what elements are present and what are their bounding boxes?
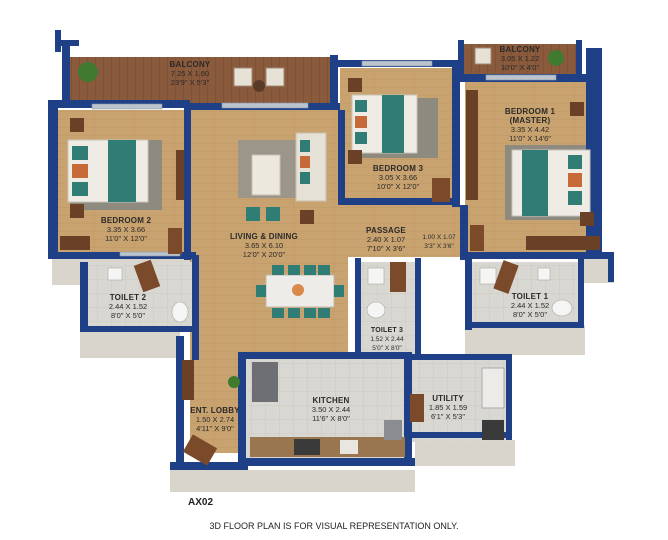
room-dim-metric: 2.40 X 1.07: [366, 235, 406, 244]
kitchen-counter: [250, 362, 405, 457]
room-title: BALCONY: [499, 45, 541, 54]
balcony-chairs: [233, 47, 492, 92]
balcony-railings: [91, 60, 557, 257]
room-title: BEDROOM 1: [504, 107, 556, 116]
label-living: LIVING & DINING 3.65 X 6.10 12'0" X 20'0…: [222, 232, 306, 259]
room-dim-metric: 3.05 X 1.22: [500, 54, 540, 63]
label-passage: PASSAGE 2.40 X 1.07 7'10" X 3'6": [356, 226, 416, 253]
room-dim-metric: 2.44 X 1.52: [108, 302, 148, 311]
room-dim-imperial: 23'9" X 5'3": [170, 78, 210, 87]
room-dim-imperial: 8'0" X 5'0": [512, 310, 548, 319]
room-dim-metric: 1.52 X 2.44: [370, 336, 404, 343]
label-toilet3: TOILET 3 1.52 X 2.44 5'0" X 8'0": [362, 326, 412, 353]
room-dim-metric: 3.35 X 3.66: [106, 225, 146, 234]
room-dim-metric: 3.50 X 2.44: [311, 405, 351, 414]
room-title: TOILET 1: [511, 292, 549, 301]
room-dim-imperial: 8'0" X 5'0": [110, 311, 146, 320]
room-dim-imperial: 5'0" X 8'0": [372, 345, 402, 352]
label-balcony-master: BALCONY 3.05 X 1.22 10'0" X 4'0": [490, 45, 550, 72]
room-dim-imperial: 11'0" X 14'6": [509, 134, 551, 143]
label-bedroom2: BEDROOM 2 3.35 X 3.66 11'0" X 12'0": [86, 216, 166, 243]
unit-code: AX02: [188, 497, 214, 508]
room-dim-metric: 1.85 X 1.59: [428, 403, 468, 412]
wardrobes: [60, 90, 600, 400]
label-utility: UTILITY 1.85 X 1.59 6'1" X 5'3": [418, 394, 478, 421]
room-dim-imperial: 10'0" X 12'0": [376, 182, 420, 191]
interior-walls: [48, 30, 614, 470]
dining-set: [256, 265, 344, 318]
room-dim-imperial: 12'0" X 20'0": [242, 250, 286, 259]
label-lobby: ENT. LOBBY 1.50 X 2.74 4'11" X 9'0": [186, 406, 244, 433]
room-dim-metric: 3.65 X 6.10: [244, 241, 284, 250]
room-dim-metric: 1.00 X 1.07: [422, 234, 456, 241]
utility-fixtures: [481, 367, 505, 440]
bed-bedroom3: [351, 94, 418, 154]
label-balcony-main: BALCONY 7.25 X 1.60 23'9" X 5'3": [150, 60, 230, 87]
passage-floor: [348, 205, 468, 257]
room-dim-imperial: 3'3" X 3'6": [424, 243, 454, 250]
room-title: BALCONY: [169, 60, 211, 69]
room-dim-imperial: 7'10" X 3'6": [366, 244, 406, 253]
sofa-set: [246, 132, 327, 221]
label-bedroom3: BEDROOM 3 3.05 X 3.66 10'0" X 12'0": [358, 164, 438, 191]
label-kitchen: KITCHEN 3.50 X 2.44 11'6" X 8'0": [296, 396, 366, 423]
room-title: UTILITY: [432, 394, 464, 403]
bed-bedroom2: [67, 139, 149, 203]
exterior-walls: [52, 255, 614, 492]
label-bedroom1: BEDROOM 1 (MASTER) 3.35 X 4.42 11'0" X 1…: [490, 107, 570, 143]
room-title: TOILET 3: [370, 327, 404, 334]
room-title: ENT. LOBBY: [190, 406, 240, 415]
room-dim-metric: 3.05 X 3.66: [378, 173, 418, 182]
room-dim-imperial: 10'0" X 4'0": [500, 63, 540, 72]
room-dim-metric: 7.25 X 1.60: [170, 69, 210, 78]
balcony-main-floor: [70, 57, 332, 103]
room-dim-imperial: 4'11" X 9'0": [196, 424, 234, 433]
room-title: BEDROOM 2: [100, 216, 152, 225]
room-title: BEDROOM 3: [372, 164, 424, 173]
label-toilet1: TOILET 1 2.44 X 1.52 8'0" X 5'0": [500, 292, 560, 319]
doors: [133, 178, 519, 466]
label-toilet2: TOILET 2 2.44 X 1.52 8'0" X 5'0": [98, 293, 158, 320]
room-title: PASSAGE: [366, 226, 406, 235]
room-dim-imperial: 11'6" X 8'0": [312, 414, 350, 423]
room-dim-imperial: 6'1" X 5'3": [430, 412, 466, 421]
room-title: KITCHEN: [312, 396, 350, 405]
footer-note: 3D FLOOR PLAN IS FOR VISUAL REPRESENTATI…: [209, 521, 459, 531]
room-dim-metric: 2.44 X 1.52: [510, 301, 550, 310]
room-title-sub: (MASTER): [509, 116, 551, 125]
room-title: LIVING & DINING: [230, 232, 298, 241]
room-dim-metric: 1.50 X 2.74: [195, 415, 235, 424]
room-dim-imperial: 11'0" X 12'0": [105, 234, 147, 243]
label-passage-small: 1.00 X 1.07 3'3" X 3'6": [414, 233, 464, 251]
toilet-fixtures: [107, 267, 573, 323]
room-dim-metric: 3.35 X 4.42: [510, 125, 550, 134]
bed-bedroom1: [511, 149, 591, 217]
side-tables: [70, 78, 594, 226]
room-title: TOILET 2: [109, 293, 147, 302]
